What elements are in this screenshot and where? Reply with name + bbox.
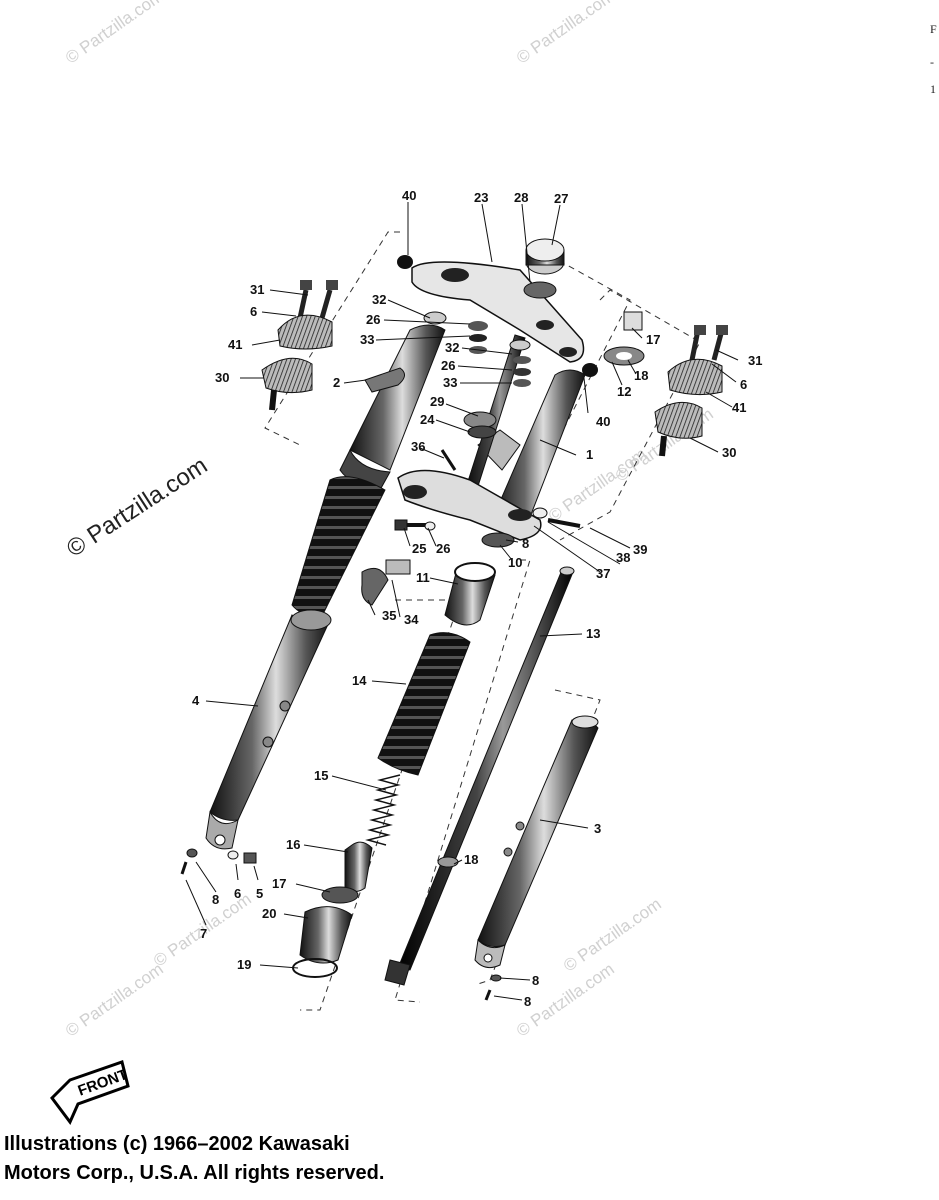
callout-label: 34 — [404, 612, 419, 627]
front-arrow-icon: FRONT — [50, 1060, 130, 1125]
stem-cap-nut — [523, 238, 565, 299]
callout-label: 40 — [402, 188, 416, 203]
callout-label: 10 — [508, 555, 522, 570]
callout-label: 26 — [366, 312, 380, 327]
callout-label: 1 — [586, 447, 593, 462]
callout-label: 41 — [732, 400, 746, 415]
callout-label: 30 — [722, 445, 736, 460]
callout-label: 20 — [262, 906, 276, 921]
callout-label: 4 — [192, 693, 200, 708]
copyright-line-1: Illustrations (c) 1966–2002 Kawasaki — [4, 1133, 350, 1155]
handlebar-holder-right — [654, 325, 728, 457]
under-bracket — [397, 469, 542, 548]
callout-label: 19 — [237, 957, 251, 972]
fork-spring — [365, 774, 401, 846]
callout-label: 25 — [412, 541, 426, 556]
callout-label: 38 — [616, 550, 630, 565]
fork-boot-center — [377, 632, 471, 776]
callout-label: 27 — [554, 191, 568, 206]
fork-outer-tube-right — [474, 715, 599, 969]
callout-label: 13 — [586, 626, 600, 641]
callout-label: 7 — [200, 926, 207, 941]
callout-labels: 40 23 28 27 31 6 41 30 32 26 33 2 32 26 … — [192, 188, 762, 1009]
callout-label: 6 — [234, 886, 241, 901]
callout-label: 17 — [646, 332, 660, 347]
fork-upper-cover-left — [339, 311, 447, 491]
callout-label: 33 — [443, 375, 457, 390]
callout-label: 2 — [333, 375, 340, 390]
edge-mark: - — [930, 55, 934, 69]
callout-label: 28 — [514, 190, 528, 205]
callout-label: 5 — [256, 886, 263, 901]
callout-label: 26 — [441, 358, 455, 373]
axle-clamp-bolts-left — [180, 848, 257, 875]
steering-stem — [461, 334, 531, 506]
edge-mark: 1 — [930, 82, 936, 96]
callout-label: 18 — [634, 368, 648, 383]
callout-label: 17 — [272, 876, 286, 891]
callout-label: 29 — [430, 394, 444, 409]
callout-label: 31 — [748, 353, 762, 368]
callout-label: 18 — [464, 852, 478, 867]
callout-leaders — [185, 202, 739, 1001]
callout-label: 14 — [352, 673, 367, 688]
fork-inner-tube — [384, 566, 575, 986]
callout-label: 23 — [474, 190, 488, 205]
callout-label: 24 — [420, 412, 435, 427]
callout-label: 36 — [411, 439, 425, 454]
callout-label: 37 — [596, 566, 610, 581]
small-fasteners — [361, 449, 581, 606]
handlebar-holder-left — [261, 280, 338, 411]
callout-label: 12 — [617, 384, 631, 399]
callout-label: 32 — [445, 340, 459, 355]
callout-label: 33 — [360, 332, 374, 347]
callout-label: 16 — [286, 837, 300, 852]
copyright-line-2: Motors Corp., U.S.A. All rights reserved… — [4, 1162, 385, 1184]
callout-label: 26 — [436, 541, 450, 556]
fork-outer-tube-left — [205, 609, 332, 850]
callout-label: 31 — [250, 282, 264, 297]
callout-label: 32 — [372, 292, 386, 307]
callout-label: 41 — [228, 337, 242, 352]
steering-stem-head — [397, 255, 598, 377]
oil-seal — [444, 562, 496, 626]
callout-label: 6 — [740, 377, 747, 392]
callout-label: 8 — [532, 973, 539, 988]
callout-label: 39 — [633, 542, 647, 557]
callout-label: 11 — [416, 570, 430, 585]
callout-label: 3 — [594, 821, 601, 836]
damper-parts — [292, 841, 373, 978]
callout-label: 8 — [522, 536, 529, 551]
edge-mark: F — [930, 22, 937, 36]
callout-label: 8 — [212, 892, 219, 907]
callout-label: 6 — [250, 304, 257, 319]
callout-label: 35 — [382, 608, 396, 623]
stem-bolt — [603, 311, 645, 366]
callout-label: 30 — [215, 370, 229, 385]
copyright-notice: Illustrations (c) 1966–2002 Kawasaki Mot… — [4, 1130, 384, 1188]
callout-label: 40 — [596, 414, 610, 429]
callout-label: 15 — [314, 768, 328, 783]
callout-label: 8 — [524, 994, 531, 1009]
